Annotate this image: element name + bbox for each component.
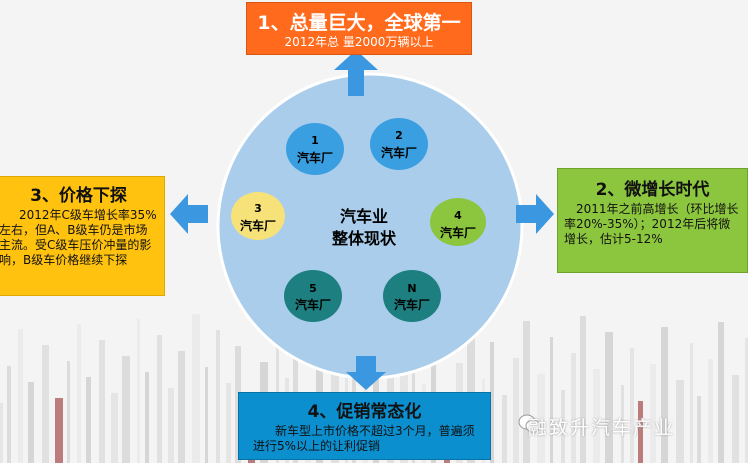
box-title: 3、价格下探 [30,186,127,206]
center-title-line1: 汽车业 [340,207,388,226]
background-stripe [490,342,494,463]
arrow-right [516,194,554,234]
background-stripe [216,330,220,463]
plant-1: 1 汽车厂 [286,123,344,175]
arrow-up [334,50,378,96]
background-stripe [28,382,34,463]
plant-3: 3 汽车厂 [231,192,285,240]
plant-label: 汽车厂 [295,297,331,312]
box-body: 2011年之前高增长（环比增长率20%-35%）；2012年后将微增长，估计5-… [564,202,739,246]
box-total-volume: 1、总量巨大，全球第一 2012年总 量2000万辆以上 [246,2,472,55]
background-stripe [523,321,530,463]
background-stripe [676,380,684,463]
box-micro-growth: 2、微增长时代 2011年之前高增长（环比增长率20%-35%）；2012年后将… [557,168,748,273]
box-title: 4、促销常态化 [307,402,422,422]
background-stripe [77,324,81,463]
plant-circle [430,198,486,246]
plant-circle [231,192,285,240]
plant-circle [286,123,344,175]
plant-circle [383,270,441,322]
background-stripe [593,369,600,463]
plant-circle [284,270,342,322]
background-stripe [55,398,63,463]
background-stripe [697,396,701,463]
background-stripe [168,388,174,463]
background-stripe [226,383,231,463]
plant-label: 汽车厂 [394,297,430,312]
background-stripe [178,351,185,463]
plant-id: 3 [254,202,262,215]
background-stripe [145,372,149,463]
background-stripe [650,364,656,463]
plant-circle [370,118,428,170]
center-title-line2: 整体现状 [331,229,397,248]
plant-id: 4 [454,209,462,222]
background-stripe [18,329,23,463]
background-stripe [550,337,553,463]
box-body: 新车型上市价格不超过3个月，普遍须进行5%以上的让利促销 [253,424,475,453]
box-body: 2012年C级车增长率35%左右，但A、B级车仍是市场主流。受C级车压价冲量的影… [0,208,157,267]
background-stripe [605,332,613,463]
background-stripe [99,340,105,463]
background-stripe [513,358,519,463]
background-stripe [561,390,565,463]
plant-label: 汽车厂 [297,150,333,165]
background-stripe [708,359,713,463]
plant-5: 5 汽车厂 [284,270,342,322]
background-stripe [111,393,118,463]
plant-label: 汽车厂 [381,145,417,160]
background-stripe [732,375,739,463]
plant-2: 2 汽车厂 [370,118,428,170]
background-stripe [718,322,724,463]
box-title: 2、微增长时代 [595,180,710,200]
plant-id: N [407,282,416,295]
background-stripe [157,335,162,463]
background-stripe [192,314,200,463]
background-stripe [7,366,11,463]
background-stripe [661,327,668,463]
background-stripe [387,315,394,463]
background-stripe [571,353,576,463]
background-stripe [690,343,693,463]
arrow-left [170,194,208,234]
background-stripe [122,356,130,463]
plant-id: 1 [311,134,319,147]
plant-label: 汽车厂 [440,225,476,240]
background-stripe [630,348,634,463]
watermark-text: 融致升汽车产业 [528,417,676,439]
plant-id: 5 [309,282,317,295]
background-stripe [86,377,91,463]
background-stripe [67,361,70,463]
wechat-icon [518,414,541,433]
arrow-down [346,356,386,390]
background-stripe [331,320,339,463]
background-stripe [205,367,208,463]
plant-n: N 汽车厂 [383,270,441,322]
background-stripe [537,374,545,463]
background-stripe [745,338,748,463]
box-title: 1、总量巨大，全球第一 [257,12,461,34]
background-stripe [621,385,624,463]
box-promotion: 4、促销常态化 新车型上市价格不超过3个月，普遍须进行5%以上的让利促销 [238,392,491,460]
plant-4: 4 汽车厂 [430,198,486,246]
box-body: 2012年总 量2000万辆以上 [284,35,434,49]
background-stripe [0,403,3,463]
background-stripe [638,401,643,463]
background-stripe [580,316,586,463]
plant-id: 2 [395,129,403,142]
box-price-decline: 3、价格下探 2012年C级车增长率35%左右，但A、B级车仍是市场主流。受C级… [0,176,165,296]
plant-label: 汽车厂 [240,218,276,233]
background-stripe [137,319,140,463]
background-stripe [42,345,49,463]
background-stripe [502,395,507,463]
